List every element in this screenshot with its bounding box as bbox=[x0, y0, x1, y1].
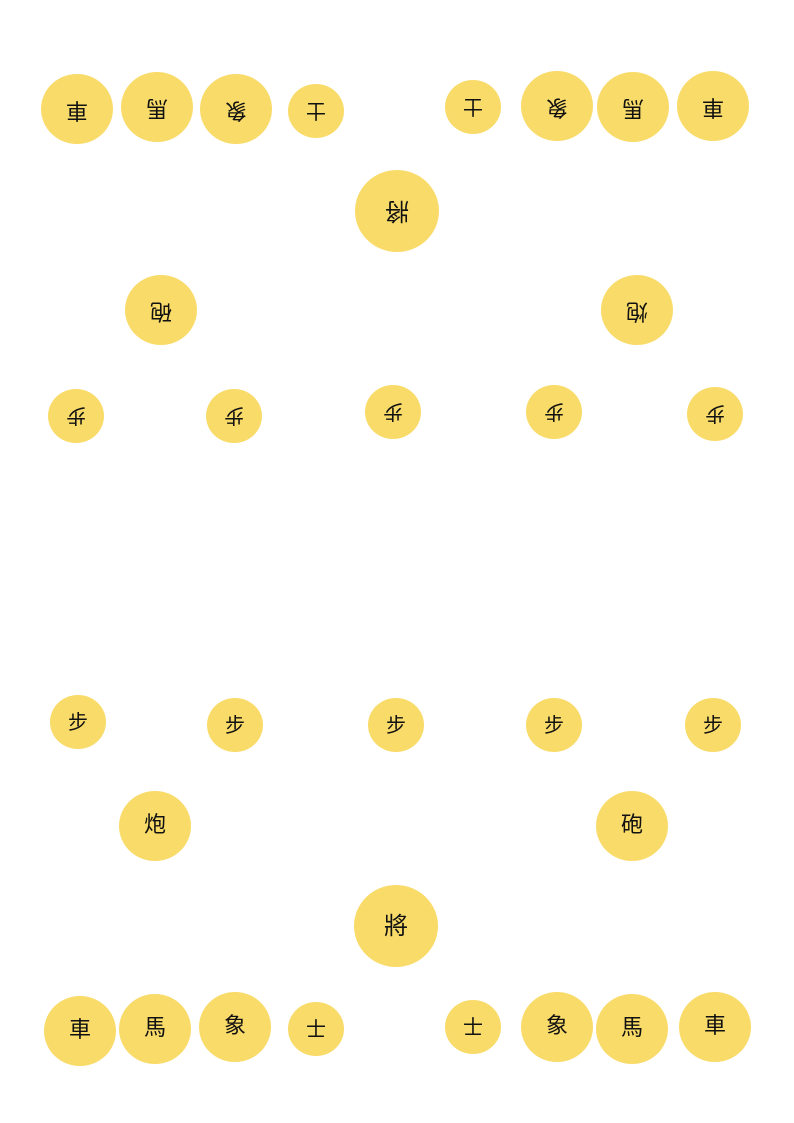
piece-label: 砲 bbox=[620, 813, 643, 838]
bottom-cannon-right-piece[interactable]: 砲 bbox=[596, 791, 668, 861]
top-advisor-right-piece[interactable]: 士 bbox=[445, 80, 501, 134]
piece-label: 馬 bbox=[143, 1016, 166, 1041]
bottom-soldier-3-piece[interactable]: 步 bbox=[368, 698, 424, 752]
piece-label: 車 bbox=[701, 94, 724, 119]
top-advisor-left-piece[interactable]: 士 bbox=[288, 84, 344, 138]
piece-label: 馬 bbox=[145, 95, 168, 120]
bottom-horse-right-piece[interactable]: 馬 bbox=[596, 994, 668, 1064]
bottom-elephant-right-piece[interactable]: 象 bbox=[521, 992, 593, 1062]
top-soldier-5-piece[interactable]: 步 bbox=[687, 387, 743, 441]
piece-label: 炮 bbox=[625, 298, 648, 323]
top-horse-right-piece[interactable]: 馬 bbox=[597, 72, 669, 142]
top-general-piece[interactable]: 將 bbox=[355, 170, 439, 252]
piece-label: 士 bbox=[463, 1015, 483, 1039]
piece-label: 炮 bbox=[143, 813, 166, 838]
bottom-chariot-right-piece[interactable]: 車 bbox=[679, 992, 751, 1062]
bottom-cannon-left-piece[interactable]: 炮 bbox=[119, 791, 191, 861]
piece-label: 步 bbox=[705, 402, 725, 426]
piece-label: 車 bbox=[65, 97, 88, 122]
top-elephant-left-piece[interactable]: 象 bbox=[200, 74, 272, 144]
bottom-soldier-5-piece[interactable]: 步 bbox=[685, 698, 741, 752]
top-cannon-right-piece[interactable]: 炮 bbox=[601, 275, 673, 345]
bottom-general-piece[interactable]: 將 bbox=[354, 885, 438, 967]
piece-label: 象 bbox=[224, 97, 247, 122]
piece-label: 步 bbox=[224, 404, 244, 428]
piece-label: 步 bbox=[68, 710, 88, 734]
piece-label: 步 bbox=[386, 713, 406, 737]
bottom-soldier-4-piece[interactable]: 步 bbox=[526, 698, 582, 752]
bottom-elephant-left-piece[interactable]: 象 bbox=[199, 992, 271, 1062]
bottom-soldier-1-piece[interactable]: 步 bbox=[50, 695, 106, 749]
top-soldier-4-piece[interactable]: 步 bbox=[526, 385, 582, 439]
piece-label: 馬 bbox=[620, 1016, 643, 1041]
piece-label: 步 bbox=[703, 713, 723, 737]
piece-label: 步 bbox=[544, 713, 564, 737]
top-soldier-3-piece[interactable]: 步 bbox=[365, 385, 421, 439]
piece-label: 將 bbox=[385, 197, 409, 225]
piece-label: 步 bbox=[225, 713, 245, 737]
piece-label: 車 bbox=[68, 1018, 91, 1043]
top-chariot-left-piece[interactable]: 車 bbox=[41, 74, 113, 144]
top-horse-left-piece[interactable]: 馬 bbox=[121, 72, 193, 142]
piece-label: 象 bbox=[545, 94, 568, 119]
bottom-chariot-left-piece[interactable]: 車 bbox=[44, 996, 116, 1066]
top-elephant-right-piece[interactable]: 象 bbox=[521, 71, 593, 141]
top-chariot-right-piece[interactable]: 車 bbox=[677, 71, 749, 141]
piece-label: 士 bbox=[306, 99, 326, 123]
piece-label: 步 bbox=[383, 400, 403, 424]
bottom-soldier-2-piece[interactable]: 步 bbox=[207, 698, 263, 752]
piece-label: 士 bbox=[463, 95, 483, 119]
top-soldier-1-piece[interactable]: 步 bbox=[48, 389, 104, 443]
bottom-advisor-right-piece[interactable]: 士 bbox=[445, 1000, 501, 1054]
piece-label: 步 bbox=[66, 404, 86, 428]
piece-label: 象 bbox=[545, 1014, 568, 1039]
piece-label: 將 bbox=[384, 912, 408, 940]
bottom-advisor-left-piece[interactable]: 士 bbox=[288, 1002, 344, 1056]
piece-label: 砲 bbox=[149, 298, 172, 323]
piece-label: 士 bbox=[306, 1017, 326, 1041]
piece-label: 馬 bbox=[621, 95, 644, 120]
top-soldier-2-piece[interactable]: 步 bbox=[206, 389, 262, 443]
piece-label: 象 bbox=[223, 1014, 246, 1039]
bottom-horse-left-piece[interactable]: 馬 bbox=[119, 994, 191, 1064]
top-cannon-left-piece[interactable]: 砲 bbox=[125, 275, 197, 345]
piece-label: 步 bbox=[544, 400, 564, 424]
piece-label: 車 bbox=[703, 1014, 726, 1039]
